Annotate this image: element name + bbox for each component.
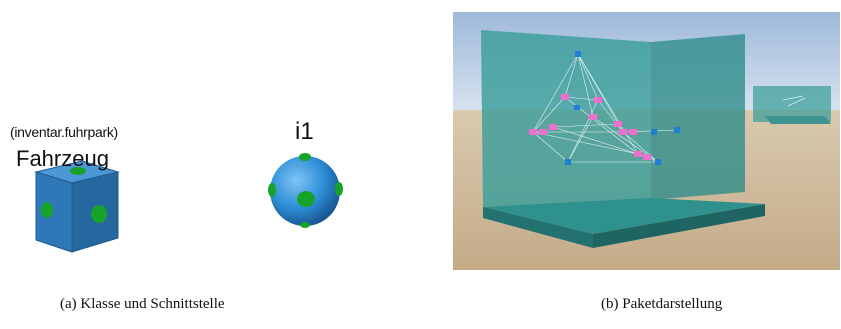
package-label: (inventar.fuhrpark)	[10, 124, 118, 140]
interface-label: i1	[295, 118, 314, 145]
class-cube-icon	[34, 160, 120, 253]
floor-top	[483, 198, 765, 234]
caption-a: (a) Klasse und Schnittstelle	[60, 296, 225, 312]
class-nodes	[529, 51, 680, 165]
floor-side	[593, 204, 765, 248]
class-graph	[532, 53, 679, 163]
caption-b: (b) Paketdarstellung	[601, 296, 723, 312]
class-label: Fahrzeug	[16, 146, 109, 171]
panel-b-package-view	[453, 12, 840, 270]
left-wall	[481, 30, 651, 207]
floor-front	[483, 207, 593, 248]
panel-a-class-and-interface: (inventar.fuhrpark) Fahrzeug i1	[0, 0, 420, 290]
distant-package-icon	[753, 86, 831, 124]
interface-sphere-icon	[268, 153, 343, 228]
panel-a-graphics	[34, 153, 343, 253]
right-wall	[651, 34, 745, 200]
package-scene	[453, 12, 840, 270]
